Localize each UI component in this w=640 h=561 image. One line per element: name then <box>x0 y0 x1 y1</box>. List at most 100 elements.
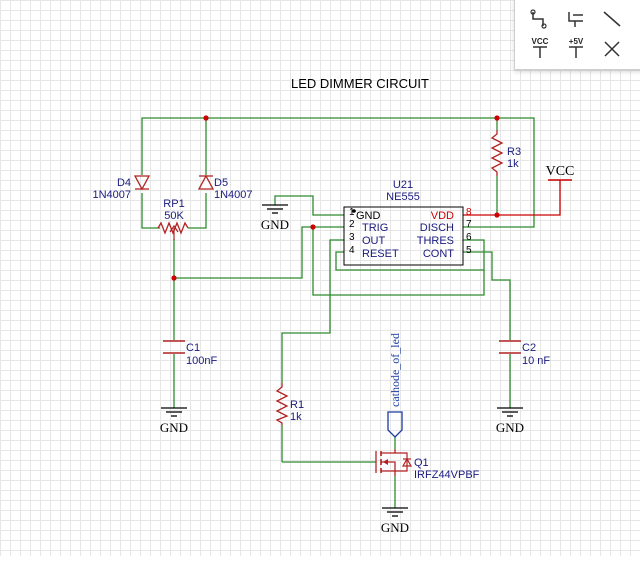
tool-palette: VCC +5V <box>514 0 640 70</box>
ic-pin-num: 5 <box>466 245 472 256</box>
rp1-body[interactable] <box>157 221 189 235</box>
ic-pin-name: OUT <box>362 235 386 247</box>
vcc-tool-label: VCC <box>531 37 549 46</box>
vcc-tool[interactable]: VCC <box>525 35 555 63</box>
ic-pin-name: GND <box>356 210 381 222</box>
gnd-label: GND <box>381 520 409 535</box>
ic-u21[interactable]: U21 NE555 GND TRIG OUT RESET 1 2 3 4 VDD… <box>343 179 472 266</box>
junctions <box>171 115 500 281</box>
ground-c1[interactable]: GND <box>160 407 188 435</box>
junction <box>310 224 316 230</box>
plus5v-tool-label: +5V <box>568 37 584 46</box>
gnd-label: GND <box>496 420 524 435</box>
c2-ref: C2 <box>522 342 536 354</box>
diode-d4[interactable]: D4 1N4007 <box>92 175 151 201</box>
diode-d5-body[interactable] <box>197 174 215 190</box>
wire-top-rail[interactable] <box>141 117 535 228</box>
r1-ref: R1 <box>290 399 304 411</box>
no-connect-tool[interactable] <box>597 35 627 63</box>
ic-pin-num: 1 <box>349 207 355 218</box>
junction <box>171 275 177 281</box>
c1-value: 100nF <box>186 355 217 367</box>
c1-ref: C1 <box>186 342 200 354</box>
ic-pin-name: THRES <box>417 235 454 247</box>
r3-value: 1k <box>507 158 519 170</box>
q1-body-diode <box>401 457 413 467</box>
ground-c2[interactable]: GND <box>496 407 524 435</box>
rp1-ref: RP1 <box>163 198 184 210</box>
net-label-text: cathode_of_led <box>388 333 402 407</box>
q1-ref: Q1 <box>414 457 429 469</box>
bus-icon <box>568 12 583 27</box>
ic-body[interactable] <box>343 206 464 266</box>
ground-ic[interactable]: GND <box>261 204 289 232</box>
plus5v-tool[interactable]: +5V <box>561 35 591 63</box>
resistor-r3[interactable]: R3 1k <box>490 130 521 176</box>
wire-ic-gnd[interactable] <box>274 195 344 216</box>
wire-d5-pot[interactable] <box>188 193 207 229</box>
d4-value: 1N4007 <box>92 189 131 201</box>
junction <box>494 212 500 218</box>
r1-body[interactable] <box>275 383 289 425</box>
junction <box>494 115 500 121</box>
net-label-cathode[interactable]: cathode_of_led <box>387 333 403 438</box>
ic-pin-num: 4 <box>349 245 355 256</box>
c2-value: 10 nF <box>522 355 550 367</box>
line-tool[interactable] <box>597 5 627 33</box>
ic-pin-name: VDD <box>431 210 454 222</box>
line-icon <box>603 11 621 27</box>
potentiometer-rp1[interactable]: RP1 50K <box>157 198 189 240</box>
q1-body-diode-wire <box>395 452 408 472</box>
r3-ref: R3 <box>507 146 521 158</box>
wire-tool[interactable] <box>525 5 555 33</box>
resistor-r1[interactable]: R1 1k <box>275 383 304 425</box>
diode-d4-body[interactable] <box>133 175 151 191</box>
vcc-icon <box>533 46 547 58</box>
ic-pin-name: TRIG <box>362 222 388 234</box>
capacitor-c1[interactable]: C1 100nF <box>163 340 217 367</box>
ic-pin-name: RESET <box>362 248 399 260</box>
r3-body[interactable] <box>490 130 504 176</box>
wire-cont-c2[interactable] <box>463 251 511 340</box>
schematic-title: LED DIMMER CIRCUIT <box>291 76 429 91</box>
q1-source <box>381 470 396 476</box>
wire-d4-pot[interactable] <box>141 193 160 229</box>
no-connect-icon <box>604 41 620 57</box>
net-flag[interactable] <box>387 411 403 438</box>
r1-value: 1k <box>290 411 302 423</box>
ic-pin-name: DISCH <box>420 222 454 234</box>
d5-ref: D5 <box>214 177 228 189</box>
junction <box>203 115 209 121</box>
capacitor-c2[interactable]: C2 10 nF <box>499 340 550 367</box>
mosfet-q1[interactable]: Q1 IRFZ44VPBF <box>375 449 480 481</box>
ground-q1[interactable]: GND <box>381 507 409 535</box>
ic-pin-name: CONT <box>423 248 454 260</box>
ic-value: NE555 <box>386 191 420 203</box>
wire-out-r1[interactable] <box>281 239 344 383</box>
wire-icon <box>530 9 547 29</box>
gnd-label: GND <box>261 217 289 232</box>
ic-pin-num: 3 <box>349 232 355 243</box>
rp1-value: 50K <box>164 210 184 222</box>
ic-pin-num: 8 <box>466 207 472 218</box>
vcc-symbol[interactable]: VCC <box>546 164 575 181</box>
d4-ref: D4 <box>117 177 131 189</box>
diode-d5[interactable]: D5 1N4007 <box>197 174 253 201</box>
wire-vdd[interactable] <box>463 180 561 216</box>
wire-trig[interactable] <box>174 226 344 279</box>
wire-thres-trig[interactable] <box>312 227 485 296</box>
q1-arrow <box>383 459 388 465</box>
vcc-label: VCC <box>546 164 575 179</box>
ic-pin-num: 2 <box>349 219 355 230</box>
ic-pin-num: 6 <box>466 232 472 243</box>
q1-value: IRFZ44VPBF <box>414 469 480 481</box>
rp1-wiper-arrow <box>169 224 179 233</box>
wires[interactable] <box>141 117 561 508</box>
ic-ref: U21 <box>393 179 413 191</box>
wire-reset[interactable] <box>335 239 485 271</box>
plus5v-icon <box>569 46 583 58</box>
bus-tool[interactable] <box>561 5 591 33</box>
gnd-label: GND <box>160 420 188 435</box>
